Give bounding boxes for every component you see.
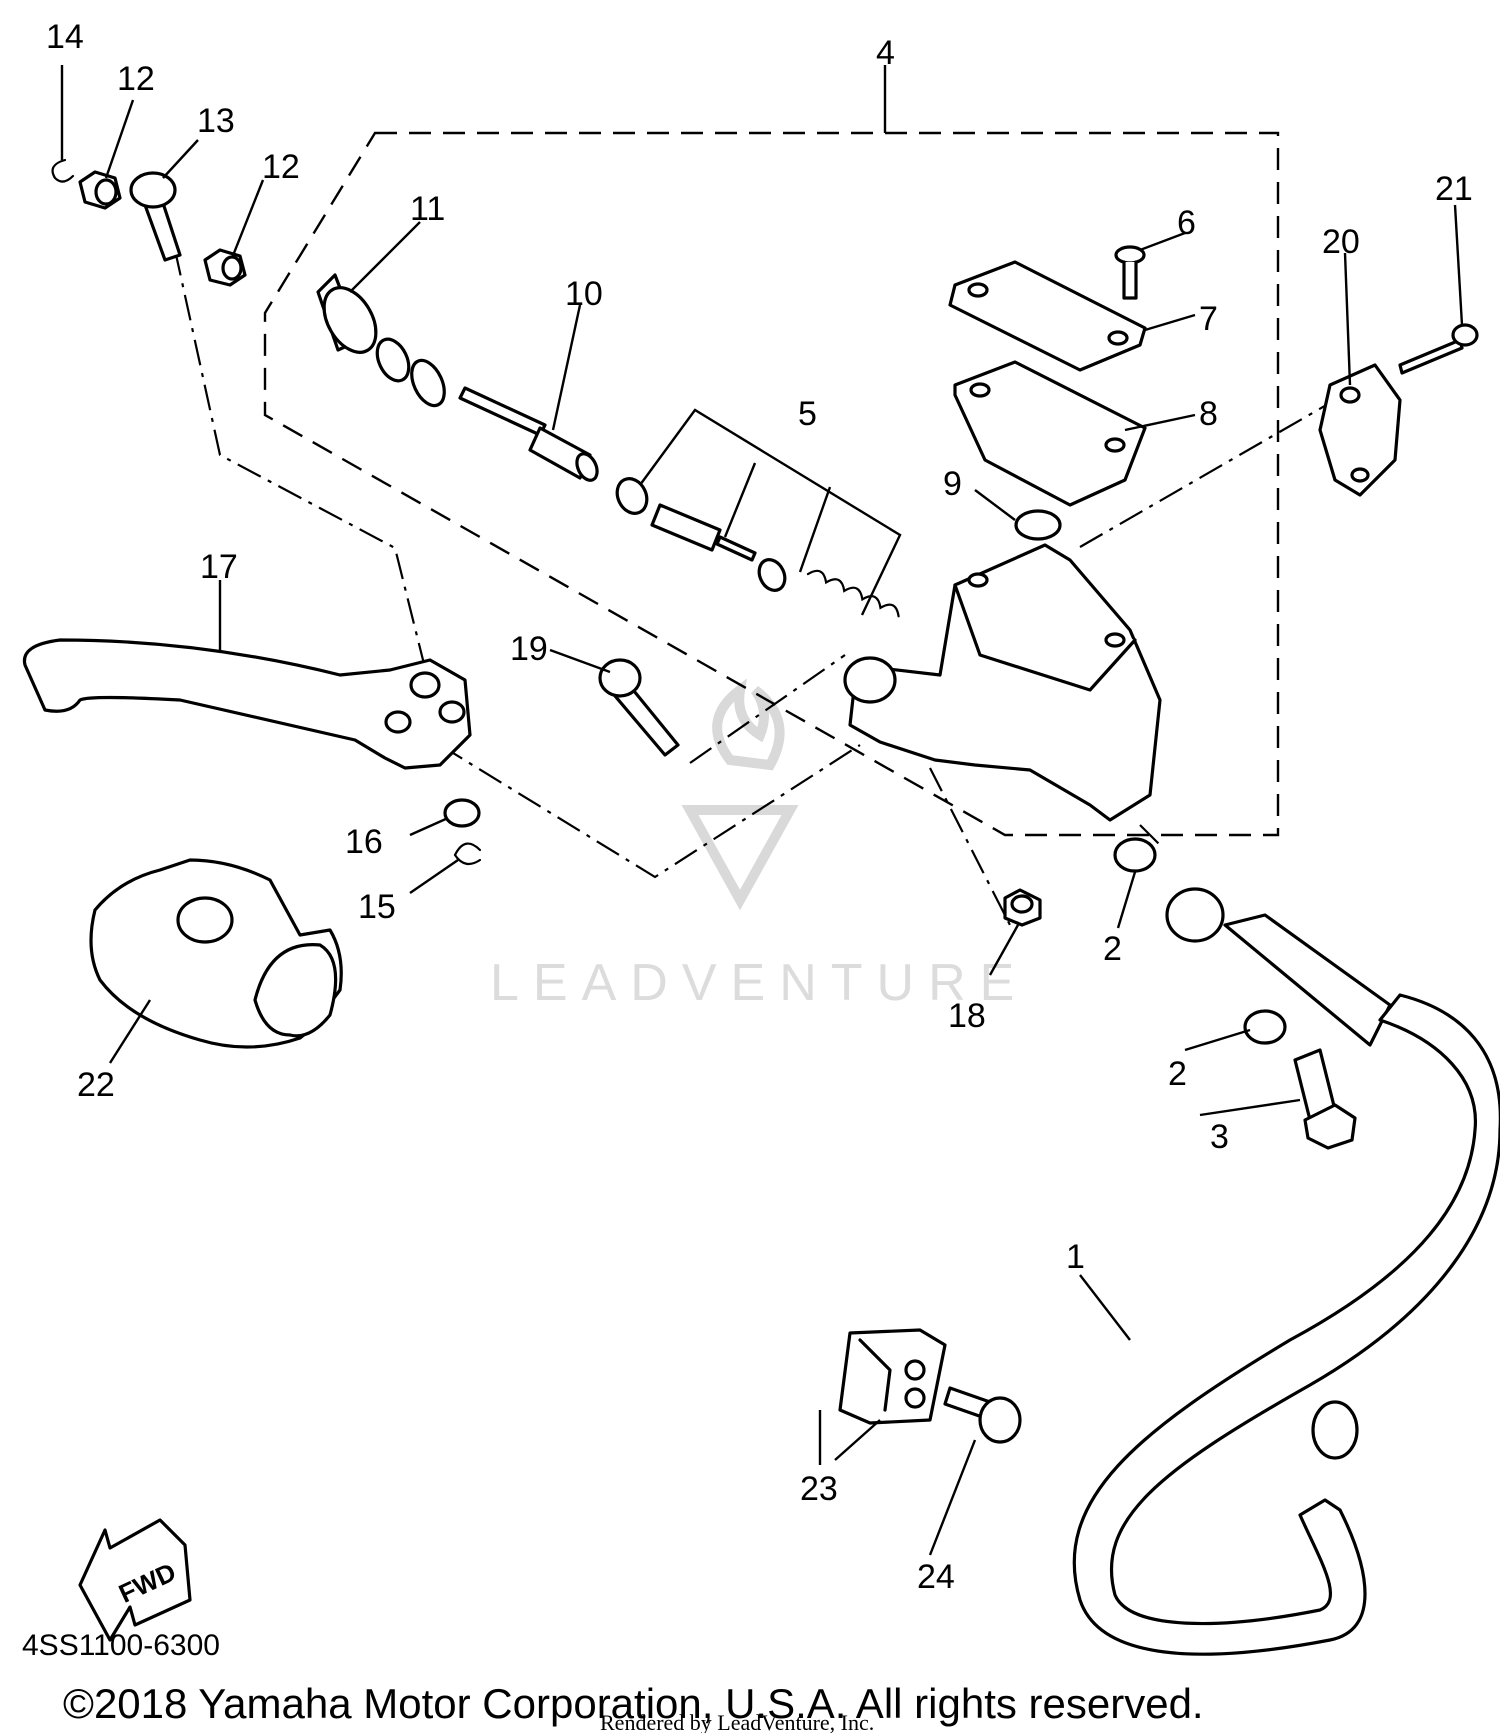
rendered-by-notice: Rendered by LeadVenture, Inc.	[600, 1710, 874, 1733]
part-2-washer-lower	[1243, 1009, 1287, 1045]
watermark-text: LEADVENTURE	[490, 954, 1028, 1012]
part-6-screw	[1114, 245, 1146, 300]
callout-7: 7	[1199, 300, 1218, 338]
part-15-clip	[453, 842, 482, 866]
part-3-banjo-bolt	[1293, 1048, 1357, 1150]
copyright-notice: ©2018 Yamaha Motor Corporation, U.S.A. A…	[63, 1680, 1204, 1727]
part-23-bracket	[838, 1328, 947, 1425]
callout-2a: 2	[1103, 930, 1122, 968]
callout-9: 9	[943, 465, 962, 503]
callout-11: 11	[410, 190, 445, 228]
part-12-nut-lower	[203, 248, 247, 287]
part-2-washer-upper	[1113, 837, 1157, 873]
part-24-bolt	[943, 1386, 1022, 1444]
diagram-part-code: 4SS1100-6300	[22, 1629, 220, 1662]
assembly-leaders	[173, 249, 1336, 926]
part-11-boot	[316, 273, 378, 354]
callout-16: 16	[345, 823, 383, 861]
callout-21: 21	[1435, 170, 1473, 208]
callout-23: 23	[800, 1470, 838, 1508]
part-5-piston-kit	[615, 477, 900, 618]
callout-13: 13	[197, 102, 235, 140]
assembly-4-boundary	[263, 131, 1280, 837]
part-16-washer	[443, 798, 481, 828]
callout-12b: 12	[262, 148, 300, 186]
part-1-brake-hose	[1072, 887, 1500, 1656]
master-cylinder-body	[843, 543, 1162, 822]
part-14-clip	[51, 158, 75, 183]
part-18-nut	[1003, 888, 1042, 927]
washer	[410, 358, 446, 408]
callout-22: 22	[77, 1066, 115, 1104]
callout-24: 24	[917, 1558, 955, 1596]
callout-6: 6	[1177, 204, 1196, 242]
part-10-push-rod	[458, 386, 599, 482]
part-17-lever	[22, 638, 472, 770]
part-7-cap	[948, 260, 1147, 372]
callout-20: 20	[1322, 223, 1360, 261]
callout-10: 10	[565, 275, 603, 313]
part-8-diaphragm	[953, 360, 1147, 507]
callout-15: 15	[358, 888, 396, 926]
callout-4: 4	[876, 34, 895, 72]
callout-14: 14	[46, 18, 84, 56]
callout-17: 17	[200, 548, 238, 586]
callout-1: 1	[1066, 1238, 1085, 1276]
fwd-arrow: FWD	[78, 1518, 192, 1642]
part-9-float	[1014, 509, 1062, 541]
part-13-pivot-bolt	[129, 171, 182, 262]
leadventure-watermark: LEADVENTURE	[490, 678, 1028, 1012]
callout-2b: 2	[1168, 1055, 1187, 1093]
part-20-clamp	[1318, 363, 1402, 497]
callout-8: 8	[1199, 395, 1218, 433]
callout-5: 5	[798, 395, 817, 433]
callout-19: 19	[510, 630, 548, 668]
part-19-pivot-bolt	[598, 658, 680, 757]
part-5-bracket	[639, 408, 902, 616]
callout-labels: 14 12 13 12 11 10 4 6 7 8 9 5 20 21 17 1…	[46, 18, 1473, 1596]
callout-3: 3	[1210, 1118, 1229, 1156]
callout-18: 18	[948, 997, 986, 1035]
part-12-nut-upper	[78, 170, 122, 210]
part-21-bolt	[1398, 323, 1479, 375]
part-22-cover	[89, 858, 343, 1049]
circlip	[375, 337, 411, 383]
callout-12a: 12	[117, 60, 155, 98]
callout-leaders	[60, 65, 1464, 1556]
